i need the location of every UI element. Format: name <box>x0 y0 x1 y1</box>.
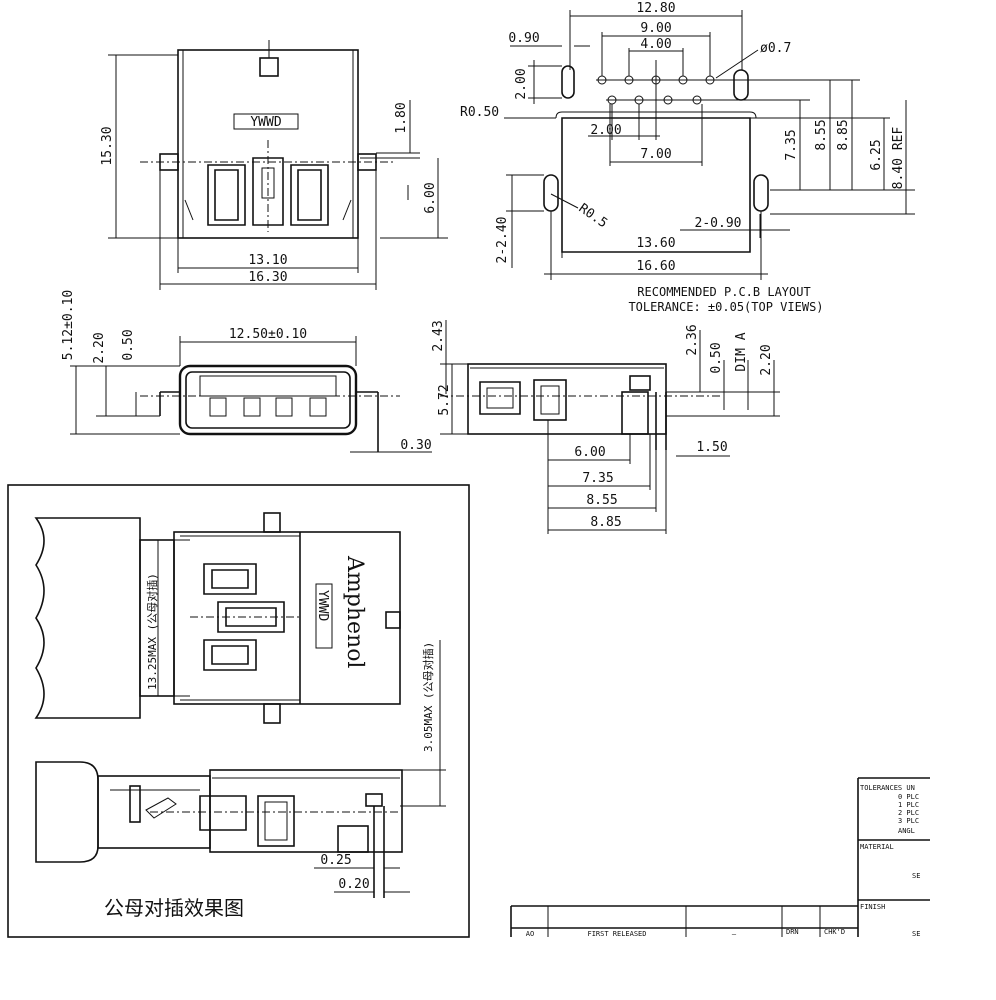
side-dim-735: 7.35 <box>582 471 613 486</box>
side-dim-a: DIM A <box>734 332 749 371</box>
tb-material: MATERIAL <box>860 843 894 851</box>
side-view: 2.43 5.72 2.36 0.50 DIM A 2.20 6.00 1.50… <box>431 320 780 534</box>
mating-marking: YWWD <box>315 590 330 621</box>
mating-dim-1325: 13.25MAX (公母对插) <box>145 573 159 690</box>
tb-tolerance: TOLERANCES UN <box>860 784 915 792</box>
top-view-marking: YWWD <box>250 115 281 130</box>
mating-dim-025: 0.25 <box>320 853 351 868</box>
mating-box: Amphenol YWWD 13.25MAX (公母对插) 3.05MAX (公… <box>7 484 470 938</box>
pcb-dim-735: 7.35 <box>784 129 799 160</box>
pcb-dim-2-090: 2-0.90 <box>695 216 742 231</box>
title-block: TOLERANCES UN 0 PLC 1 PLC 2 PLC 3 PLC AN… <box>510 777 930 938</box>
tb-rev-dwn: DRN <box>786 928 799 936</box>
top-dim-600: 6.00 <box>423 182 438 213</box>
side-dim-885: 8.85 <box>590 515 621 530</box>
mating-brand: Amphenol <box>342 555 367 668</box>
tb-rev-desc: FIRST RELEASED <box>587 930 646 938</box>
front-view: 12.50±0.10 5.12±0.10 2.20 0.50 0.30 <box>61 290 432 453</box>
front-dim-512: 5.12±0.10 <box>61 290 76 360</box>
pcb-dim-1660: 16.60 <box>636 259 675 274</box>
side-dim-050: 0.50 <box>709 342 724 373</box>
tb-plc0: 0 PLC <box>898 793 919 801</box>
pcb-dim-2-240: 2-2.40 <box>495 217 510 264</box>
side-dim-236: 2.36 <box>685 324 700 355</box>
top-dim-height: 15.30 <box>100 126 115 165</box>
pcb-caption-line2: TOLERANCE: ±0.05(TOP VIEWS) <box>628 300 823 314</box>
tb-rev-ao: AO <box>526 930 534 938</box>
pcb-radius-050: R0.50 <box>460 105 499 120</box>
pcb-dim-400: 4.00 <box>640 37 671 52</box>
pcb-dim-700: 7.00 <box>640 147 671 162</box>
pcb-dim-900: 9.00 <box>640 21 671 36</box>
pcb-dim-855: 8.55 <box>814 119 829 150</box>
side-dim-150: 1.50 <box>696 440 727 455</box>
pcb-radius-05: R0.5 <box>576 201 610 231</box>
side-dim-572: 5.72 <box>437 384 452 415</box>
tb-se1: SE <box>912 872 920 880</box>
side-dim-220: 2.20 <box>759 344 774 375</box>
pcb-dim-625: 6.25 <box>869 139 884 170</box>
pcb-dim-1280: 12.80 <box>636 1 675 16</box>
top-view: YWWD 15.30 1.80 6.00 13.10 16.30 <box>100 40 448 290</box>
pcb-dim-090: 0.90 <box>508 31 539 46</box>
tb-plc1: 1 PLC <box>898 801 919 809</box>
tb-plc3: 3 PLC <box>898 817 919 825</box>
pcb-caption-line1: RECOMMENDED P.C.B LAYOUT <box>637 285 810 299</box>
front-dim-220: 2.20 <box>92 332 107 363</box>
pcb-dim-1360: 13.60 <box>636 236 675 251</box>
side-dim-243: 2.43 <box>431 320 446 351</box>
front-dim-width: 12.50±0.10 <box>229 327 307 342</box>
pcb-hole-dia: ø0.7 <box>760 41 791 56</box>
pcb-dim-200-h: 2.00 <box>590 123 621 138</box>
mating-dim-020: 0.20 <box>338 877 369 892</box>
tb-se2: SE <box>912 930 920 938</box>
front-dim-030: 0.30 <box>400 438 431 453</box>
tb-finish: FINISH <box>860 903 885 911</box>
tb-angle: ANGL <box>898 827 915 835</box>
tb-rev-dash: — <box>732 930 737 938</box>
side-dim-600: 6.00 <box>574 445 605 460</box>
top-dim-1630: 16.30 <box>248 270 287 285</box>
pcb-dim-885: 8.85 <box>836 119 851 150</box>
mating-dim-305: 3.05MAX (公母对插) <box>421 642 435 752</box>
tb-plc2: 2 PLC <box>898 809 919 817</box>
top-dim-1310: 13.10 <box>248 253 287 268</box>
pcb-layout: 12.80 9.00 4.00 0.90 2.00 ø0.7 R0.50 2.0… <box>460 1 915 314</box>
pcb-dim-200-v: 2.00 <box>514 68 529 99</box>
tb-rev-chk: CHK'D <box>824 928 845 936</box>
top-dim-180: 1.80 <box>394 102 409 133</box>
mating-caption: 公母对插效果图 <box>104 896 244 920</box>
side-dim-855: 8.55 <box>586 493 617 508</box>
pcb-dim-840: 8.40 REF <box>891 127 906 190</box>
front-dim-050: 0.50 <box>121 329 136 360</box>
